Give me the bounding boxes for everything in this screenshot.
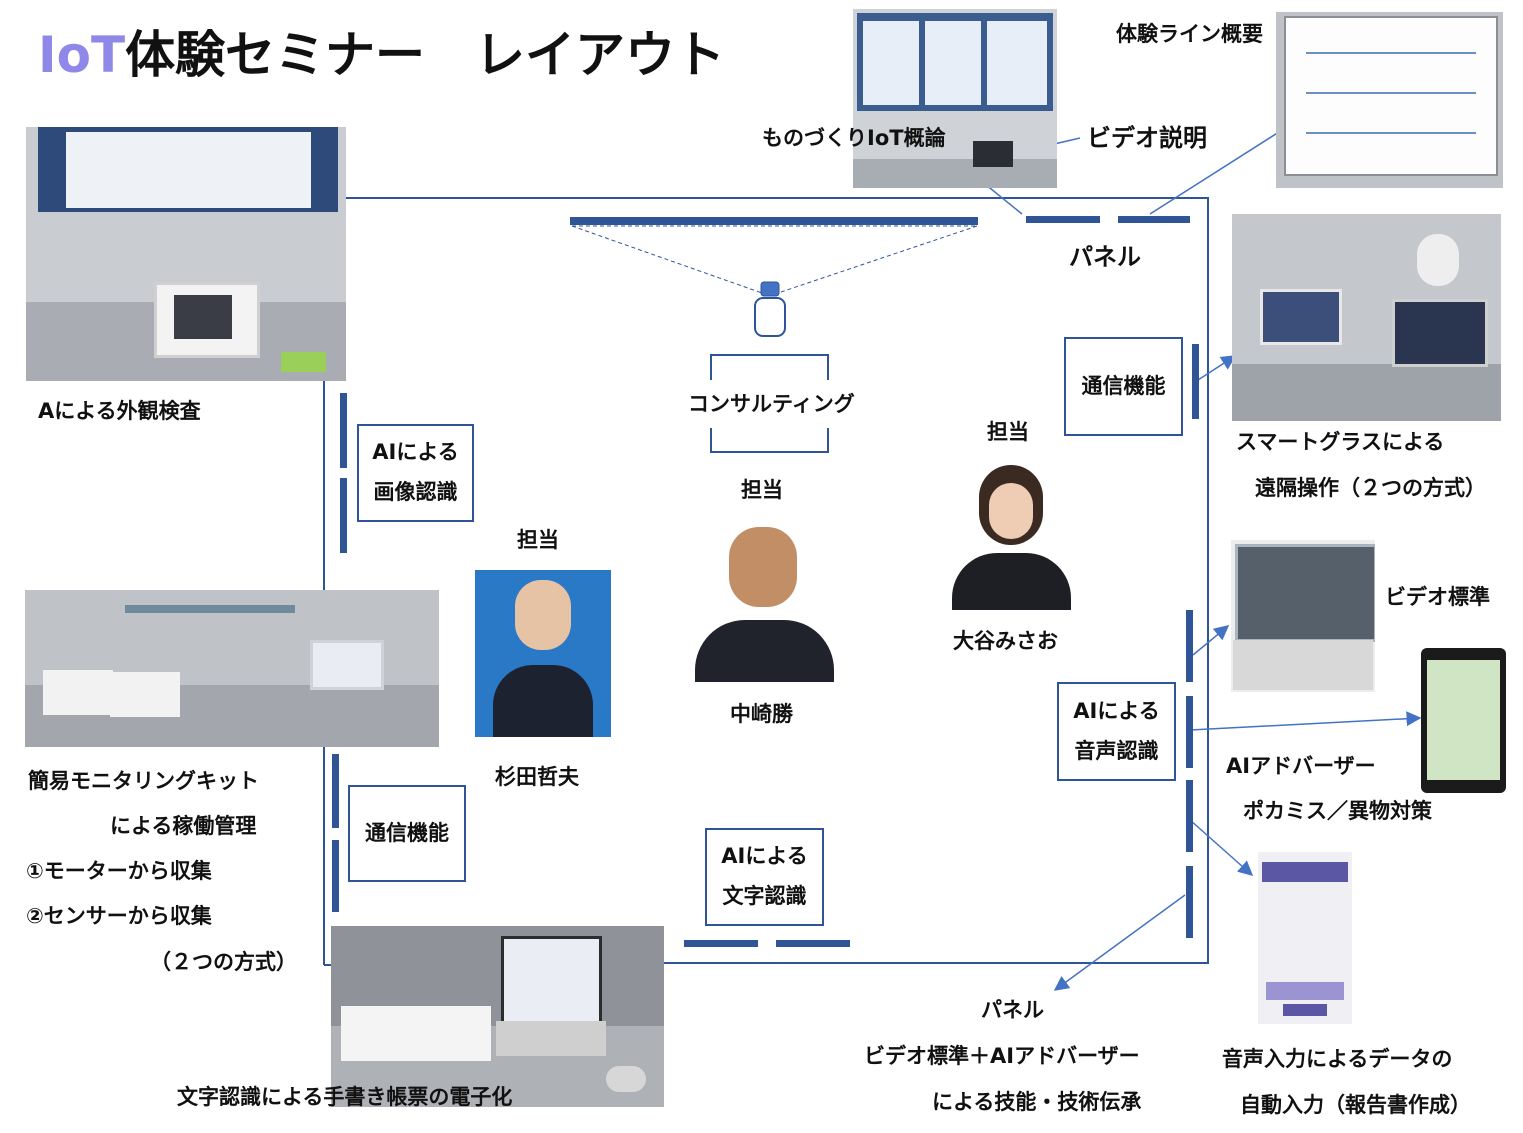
box-ai-image: AIによる 画像認識 <box>357 424 474 522</box>
label-voice-input-2: 自動入力（報告書作成） <box>1240 1093 1471 1117</box>
label-ai-advisor: AIアドバーザー <box>1226 754 1376 778</box>
title-rest: 体験セミナー レイアウト <box>125 26 726 84</box>
label-name-nakazaki: 中崎勝 <box>730 702 793 726</box>
label-panel-bottom-2: ビデオ標準＋AIアドバーザー <box>864 1044 1140 1068</box>
label-smartglass-2: 遠隔操作（２つの方式） <box>1255 476 1486 500</box>
label-panel-top: パネル <box>1069 243 1141 271</box>
label-consulting: コンサルティング <box>688 392 855 416</box>
left-bar-4 <box>332 840 339 912</box>
box-ai-image-line2: 画像認識 <box>373 480 458 504</box>
label-video-explain: ビデオ説明 <box>1087 124 1207 152</box>
label-tanto-center: 担当 <box>741 478 783 502</box>
consulting-bracket <box>710 354 829 453</box>
bottom-bar-2 <box>776 940 850 947</box>
photo-ai-advisor-tablet <box>1421 648 1506 793</box>
right-bar-2 <box>1186 610 1193 682</box>
label-monitor-4: ②センサーから収集 <box>26 904 212 928</box>
title-iot: IoT <box>38 26 126 84</box>
label-tanto-left: 担当 <box>517 528 559 552</box>
label-voice-input-1: 音声入力によるデータの <box>1222 1047 1453 1071</box>
left-bar-3 <box>332 754 339 828</box>
right-bar-4 <box>1186 780 1193 852</box>
label-monitor-5: （２つの方式） <box>150 950 297 974</box>
box-comm-right: 通信機能 <box>1064 337 1183 436</box>
arrow-smartglass <box>1197 355 1237 381</box>
label-monitor-2: による稼働管理 <box>110 814 257 838</box>
label-smartglass-1: スマートグラスによる <box>1236 430 1445 454</box>
right-bar-1 <box>1192 344 1199 419</box>
photo-smartglass <box>1232 214 1501 421</box>
box-ai-voice-line2: 音声認識 <box>1074 738 1159 763</box>
photo-line-overview <box>1276 12 1503 188</box>
label-monitor-1: 簡易モニタリングキット <box>28 769 259 793</box>
box-comm-left-line1: 通信機能 <box>365 820 449 845</box>
label-pokamisu: ポカミス／異物対策 <box>1243 799 1432 823</box>
label-ai-visual: Aによる外観検査 <box>38 399 201 423</box>
panel-bar-1 <box>1026 216 1100 223</box>
arrow-advisor <box>1189 711 1422 731</box>
box-ai-image-line1: AIによる <box>372 440 459 465</box>
left-bar-1 <box>340 393 347 468</box>
label-ocr-caption: 文字認識による手書き帳票の電子化 <box>177 1085 513 1109</box>
label-name-otani: 大谷みさお <box>953 629 1058 653</box>
photo-video-standard <box>1231 540 1375 692</box>
photo-mono-iot <box>853 9 1057 188</box>
box-comm-right-line1: 通信機能 <box>1081 373 1166 398</box>
portrait-sugita <box>475 570 611 737</box>
box-ai-text: AIによる 文字認識 <box>705 828 824 926</box>
photo-visual-inspection <box>26 127 346 381</box>
arrow-video-std <box>1192 625 1230 656</box>
left-bar-2 <box>340 478 347 553</box>
box-ai-text-line2: 文字認識 <box>722 884 807 908</box>
arrow-panel-bottom <box>1053 894 1186 991</box>
photo-voice-input-phone <box>1258 852 1352 1024</box>
label-video-std: ビデオ標準 <box>1385 585 1490 609</box>
photo-monitoring-kit <box>25 590 439 747</box>
portrait-otani <box>944 461 1079 610</box>
box-ai-text-line1: AIによる <box>721 844 808 869</box>
label-name-sugita: 杉田哲夫 <box>495 765 579 789</box>
label-panel-bottom: パネル <box>981 998 1044 1022</box>
right-bar-5 <box>1186 866 1193 938</box>
label-mono-iot: ものづくりIoT概論 <box>762 126 946 150</box>
projector-ray-right <box>777 225 978 294</box>
box-comm-left: 通信機能 <box>348 785 466 882</box>
label-panel-bottom-3: による技能・技術伝承 <box>932 1090 1142 1114</box>
page-title: IoT体験セミナー レイアウト <box>38 30 725 80</box>
projector-ray-left <box>571 225 763 294</box>
box-ai-voice-line1: AIによる <box>1073 698 1160 723</box>
label-line-overview: 体験ライン概要 <box>1116 22 1263 46</box>
bottom-bar-1 <box>684 940 758 947</box>
box-ai-voice: AIによる 音声認識 <box>1057 682 1176 781</box>
photo-ocr <box>331 926 664 1107</box>
arrow-voice-input <box>1189 819 1254 876</box>
panel-bar-2 <box>1118 216 1190 223</box>
right-bar-3 <box>1186 696 1193 768</box>
screen-bar <box>570 217 978 225</box>
screen-chair-icon <box>754 297 786 337</box>
projector-icon <box>760 281 780 297</box>
portrait-nakazaki <box>695 515 834 682</box>
room-outline <box>346 197 1209 964</box>
label-tanto-right: 担当 <box>987 420 1029 444</box>
label-monitor-3: ①モーターから収集 <box>26 859 212 883</box>
